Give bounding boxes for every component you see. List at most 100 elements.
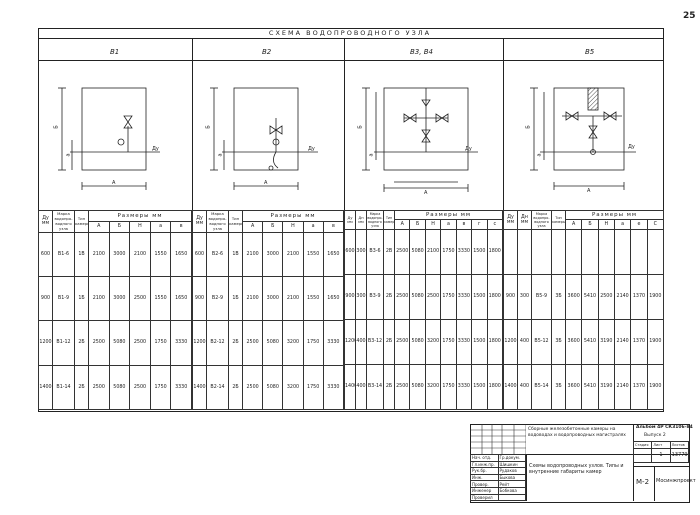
col-header-dy: Ду мм — [503, 210, 518, 230]
col-header-type: Тип камеры — [551, 210, 566, 230]
stamp-divider — [654, 466, 655, 501]
col-header-size: е — [630, 219, 648, 230]
col-header-size: Н — [424, 219, 442, 230]
dim-label-dy: Ду — [152, 146, 159, 152]
dim-label-a: а — [217, 153, 224, 157]
signer-row: Провер.Рейт — [470, 480, 526, 488]
panel-label-b2: В2 — [262, 48, 272, 56]
sizes-table-b5: Ду мм Дн мм Марка водопро- водного узла … — [503, 209, 665, 411]
col-header-dn: Дн мм — [355, 210, 367, 230]
dim-label-dy: Ду — [308, 146, 315, 152]
col-header-mark: Марка водопро- водного узла — [52, 210, 75, 233]
table-row: 1200400В3-122Б25005080320017503330150018… — [344, 318, 504, 365]
dim-label-b: Б — [357, 125, 364, 129]
signer-row: Проверил — [470, 493, 526, 502]
col-header-size: А — [241, 220, 264, 233]
col-header-sizes: Размеры мм — [394, 209, 503, 221]
sheet-code: М-2 — [636, 478, 650, 486]
col-header-mark: Марка водопро- водного узла — [206, 210, 229, 233]
signer-row: Гл.инж.пр.Шишкин — [470, 460, 526, 469]
signer-row: Рук.бр.Рудаков — [470, 467, 526, 475]
col-header-size: а — [149, 220, 172, 233]
col-header-size: в — [322, 220, 345, 233]
col-header-size: с — [486, 219, 504, 230]
dim-label-A: А — [264, 180, 268, 186]
col-header-sizes: Размеры мм — [242, 210, 344, 222]
col-header-sizes: Размеры мм — [565, 209, 664, 221]
signers-table: Нач. отд.Гр.докум. Гл.инж.пр.Шишкин Рук.… — [470, 454, 526, 502]
col-header-size: а — [302, 220, 324, 233]
col-header-size: Н — [282, 220, 304, 233]
panel-label-b3b4: В3, В4 — [410, 48, 433, 56]
col-header-type: Тип камеры — [383, 210, 395, 230]
col-header-dy: Ду мм — [344, 210, 356, 230]
col-header-size: Б — [108, 220, 131, 233]
stamp-divider — [633, 424, 634, 501]
dim-label-a: а — [368, 153, 375, 157]
schematic-b2 — [210, 87, 318, 190]
col-header-mark: Марка водопро- водного узла — [531, 210, 552, 230]
page-number: 25 — [683, 11, 696, 21]
col-header-size: в — [455, 219, 473, 230]
col-header-size: Н — [129, 220, 151, 233]
col-header-size: Б — [262, 220, 284, 233]
col-header-size: г — [471, 219, 488, 230]
stamp-divider — [633, 466, 689, 467]
signer-row: Инж.Быкова — [470, 473, 526, 482]
signer-row: Нач. отд.Гр.докум. — [470, 454, 526, 462]
dim-label-b: Б — [53, 125, 60, 129]
dim-label-dy: Ду — [465, 146, 472, 152]
schematic-b3b4 — [362, 87, 478, 192]
organization: Мосинжпроект — [656, 478, 696, 484]
issue-number: Выпуск 2 — [644, 433, 666, 438]
sheet-description: Схемы водопроводных узлов. Типы и внутре… — [529, 464, 624, 475]
dim-label-b: Б — [525, 125, 532, 129]
dim-label-A: А — [424, 190, 428, 196]
dim-label-a: а — [536, 153, 543, 157]
col-header-type: Тип камеры — [74, 210, 89, 233]
signatures — [526, 454, 527, 501]
col-header-size: в — [170, 220, 192, 233]
title-divider — [38, 38, 664, 39]
schematic-b5 — [530, 87, 636, 190]
panel-label-b1: В1 — [110, 48, 120, 56]
col-header-size: А — [393, 219, 411, 230]
col-header-size: А — [88, 220, 110, 233]
panel-label-b5: В5 — [585, 48, 595, 56]
table-row — [503, 228, 665, 275]
dim-label-b: Б — [205, 125, 212, 129]
col-header-size: а — [440, 219, 457, 230]
col-header-size: а — [613, 219, 632, 230]
col-header-mark: Марка водопро- водного узла — [366, 210, 384, 230]
col-header-size: С — [646, 219, 665, 230]
sizes-table-b1: Ду мм Марка водопро- водного узла Тип ка… — [38, 210, 192, 411]
table-row: 1400400В3-142Б25005080320017503330150018… — [344, 363, 504, 411]
schematic-drawings — [58, 87, 636, 192]
album-code: Альбом 4Р СК3106-84 — [636, 425, 693, 430]
dim-label-dy: Ду — [628, 144, 635, 150]
col-header-sizes: Размеры мм — [88, 210, 192, 222]
sizes-table-b3b4: Ду мм Дн мм Марка водопро- водного узла … — [344, 209, 504, 411]
schematic-b1 — [58, 87, 160, 190]
col-header-size: Б — [581, 219, 599, 230]
dim-label-a: а — [65, 153, 72, 157]
sizes-table-b2: Ду мм Марка водопро- водного узла Тип ка… — [192, 210, 345, 411]
dim-label-A: А — [112, 180, 116, 186]
col-header-type: Тип камеры — [228, 210, 243, 233]
panels-bottom — [38, 60, 664, 61]
stamp-divider — [470, 454, 689, 455]
col-header-dn: Дн мм — [517, 210, 532, 230]
